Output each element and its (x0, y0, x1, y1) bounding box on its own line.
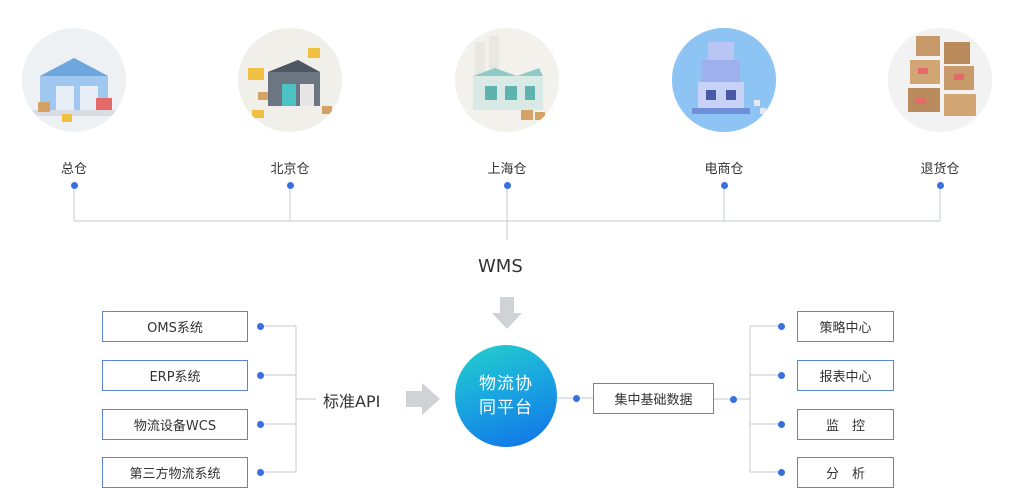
system-box-erp: ERP系统 (102, 360, 248, 391)
base-data-box: 集中基础数据 (593, 383, 714, 414)
platform-label-line1: 物流协 (479, 374, 533, 394)
warehouse-shanghai: 上海仓 (452, 28, 562, 177)
warehouse-connector-dot (287, 182, 294, 189)
warehouse-label: 退货仓 (920, 162, 960, 177)
system-box-3pl: 第三方物流系统 (102, 457, 248, 488)
warehouse-label: 北京仓 (270, 162, 310, 177)
warehouse-connector-dot (71, 182, 78, 189)
standard-api-label: 标准API (323, 392, 381, 411)
system-connector-dot (257, 323, 264, 330)
down-arrow-icon (492, 297, 522, 329)
warehouse-ecommerce: 电商仓 (669, 28, 779, 177)
module-connector-dot (778, 421, 785, 428)
warehouse-returns: 退货仓 (885, 28, 995, 177)
module-box-reports: 报表中心 (797, 360, 894, 391)
module-connector-dot (778, 469, 785, 476)
warehouse-connector-dot (721, 182, 728, 189)
right-arrow-icon (406, 383, 440, 415)
module-box-strategy: 策略中心 (797, 311, 894, 342)
system-connector-dot (257, 421, 264, 428)
platform-label-line2: 同平台 (479, 398, 533, 418)
base-data-connector-dot (730, 396, 737, 403)
module-box-analysis: 分 析 (797, 457, 894, 488)
module-connector-dot (778, 323, 785, 330)
warehouse-connector-dot (937, 182, 944, 189)
system-box-oms: OMS系统 (102, 311, 248, 342)
system-connector-dot (257, 372, 264, 379)
beijing-warehouse-illustration (238, 28, 342, 132)
warehouse-connector-dot (504, 182, 511, 189)
warehouse-label: 上海仓 (487, 162, 527, 177)
logistics-platform-hub: 物流协 同平台 (455, 345, 557, 447)
ecommerce-building-illustration (672, 28, 776, 132)
return-boxes-illustration (888, 28, 992, 132)
wms-label: WMS (478, 256, 523, 277)
warehouse-label: 总仓 (60, 162, 87, 177)
warehouse-beijing: 北京仓 (235, 28, 345, 177)
warehouse-main: 总仓 (19, 28, 129, 177)
hub-connector-dot (573, 395, 580, 402)
main-warehouse-illustration (22, 28, 126, 132)
shanghai-factory-illustration (455, 28, 559, 132)
system-connector-dot (257, 469, 264, 476)
warehouse-label: 电商仓 (704, 162, 744, 177)
module-connector-dot (778, 372, 785, 379)
module-box-monitor: 监 控 (797, 409, 894, 440)
system-box-wcs: 物流设备WCS (102, 409, 248, 440)
